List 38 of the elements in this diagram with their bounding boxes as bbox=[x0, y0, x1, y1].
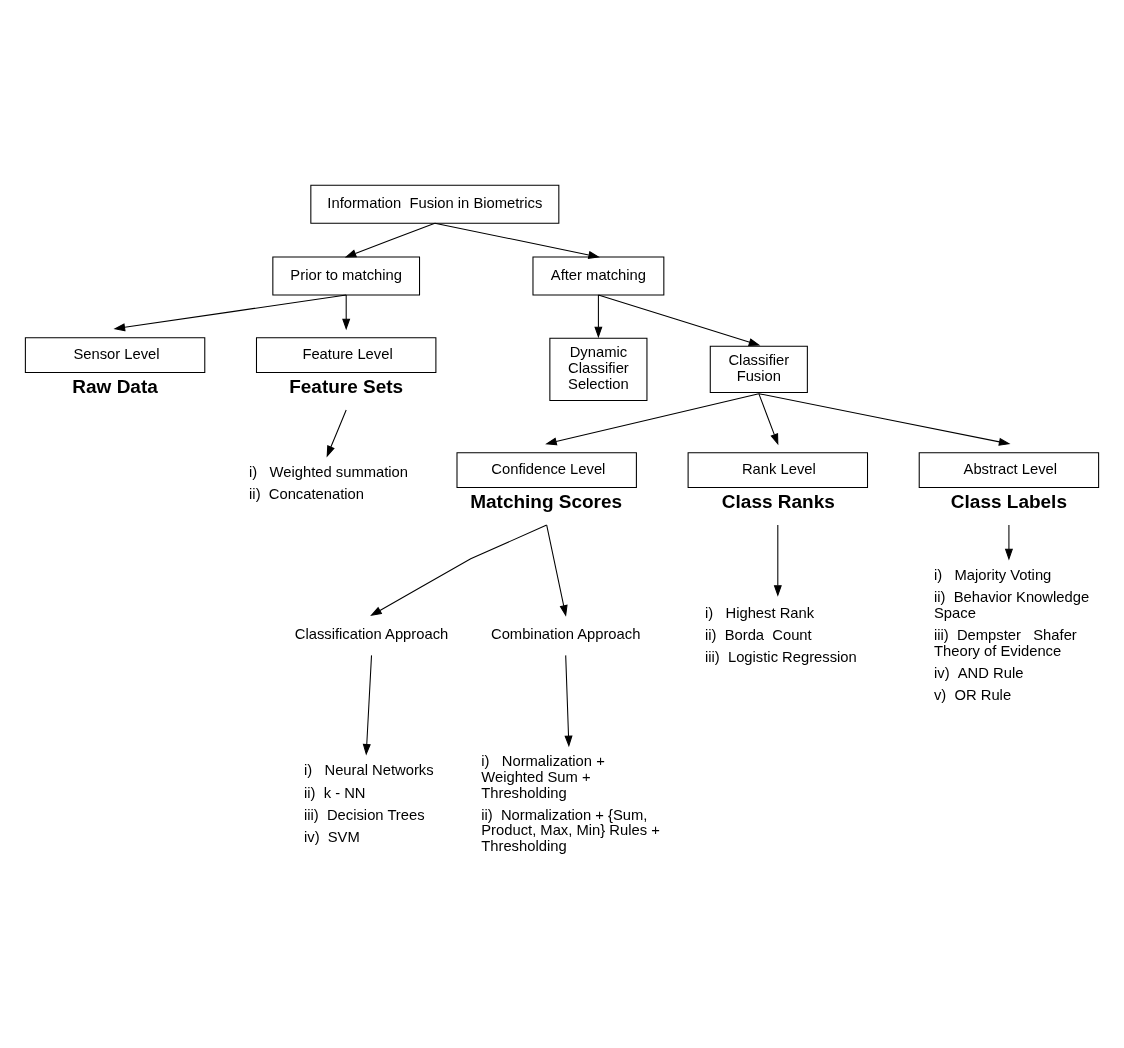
node-label: Raw Data bbox=[72, 375, 158, 397]
arrow bbox=[434, 222, 600, 259]
node-box: Abstract Level bbox=[918, 451, 1100, 488]
arrow bbox=[1004, 524, 1013, 560]
node-box: Information Fusion in Biometrics bbox=[310, 184, 560, 224]
arrow bbox=[758, 392, 779, 445]
node-label: Class Ranks bbox=[721, 490, 835, 512]
arrow bbox=[545, 392, 760, 445]
node-text: Classification Approach bbox=[294, 625, 449, 642]
node-text: i) Neural Networks ii) k - NN iii) Decision Trees iv) SVM bbox=[303, 761, 434, 845]
node-label: Class Labels bbox=[950, 490, 1067, 512]
node-box: Classifier Fusion bbox=[709, 345, 808, 393]
node-text: i) Normalization + Weighted Sum + Thresholding ii) Normalization + {Sum, Product, Max, Min} Rules + Thresholding bbox=[481, 752, 660, 854]
node-box: Sensor Level bbox=[24, 336, 206, 373]
arrow bbox=[326, 408, 347, 457]
arrow bbox=[370, 524, 548, 616]
node-box: After matching bbox=[532, 255, 665, 295]
arrow bbox=[344, 222, 436, 258]
node-text: Combination Approach bbox=[490, 625, 641, 642]
node-box: Rank Level bbox=[687, 451, 869, 488]
node-box: Dynamic Classifier Selection bbox=[549, 337, 648, 401]
node-text: i) Weighted summation ii) Concatenation bbox=[249, 463, 409, 502]
arrow bbox=[564, 654, 573, 747]
arrow bbox=[773, 524, 782, 597]
node-text: i) Highest Rank ii) Borda Count iii) Logistic Regression bbox=[704, 604, 857, 665]
node-text: i) Majority Voting ii) Behavior Knowledge Space iii) Dempster Shafer Theory of Evidence iv) AND Rule v) OR Rule bbox=[933, 566, 1090, 703]
arrow bbox=[597, 293, 761, 346]
node-box: Prior to matching bbox=[272, 255, 421, 295]
node-label: Matching Scores bbox=[470, 490, 623, 512]
arrow bbox=[342, 293, 351, 330]
arrow bbox=[113, 293, 347, 331]
node-label: Feature Sets bbox=[289, 375, 404, 397]
arrow bbox=[594, 293, 603, 338]
arrow bbox=[362, 654, 373, 756]
arrow bbox=[758, 392, 1011, 446]
node-box: Feature Level bbox=[255, 336, 437, 373]
arrow bbox=[546, 524, 568, 617]
node-box: Confidence Level bbox=[456, 451, 637, 488]
